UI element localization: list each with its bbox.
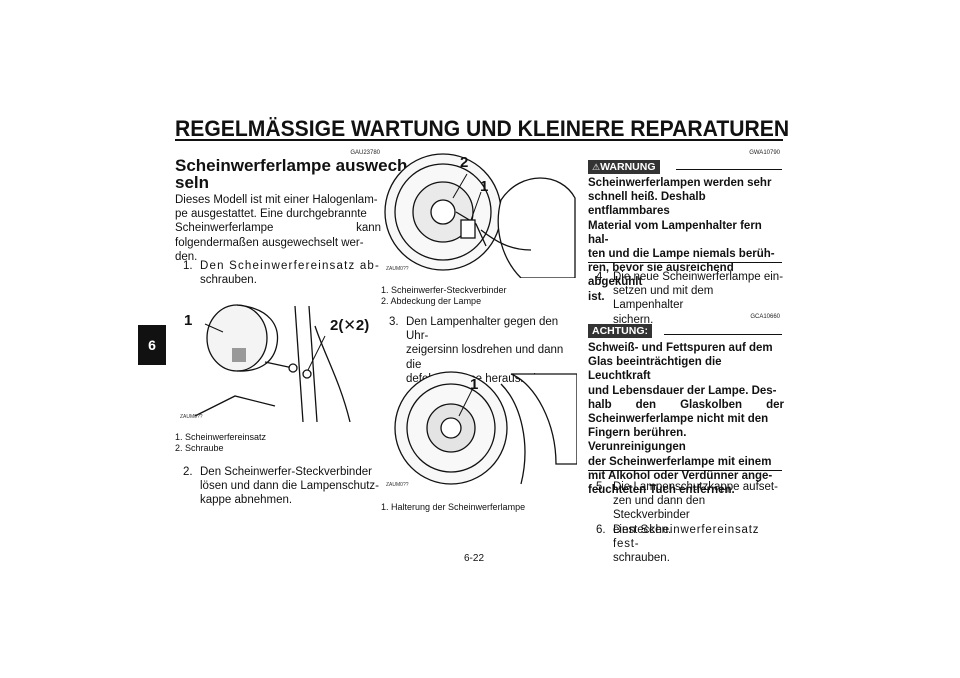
- text-line: Scheinwerferlampe kann: [175, 221, 381, 235]
- step-text-line: setzen und mit dem Lampenhalter: [613, 285, 714, 312]
- text-word: kann: [356, 222, 381, 235]
- step-1: 1. Den Scheinwerfereinsatz ab- schrauben…: [183, 259, 381, 287]
- step-text-line: schrauben.: [200, 274, 257, 287]
- text-line: den.: [175, 250, 198, 263]
- step-text-line: Die Lampenschutzkappe aufset-: [613, 481, 778, 493]
- illustration-callout-2: 2(✕2): [330, 317, 370, 334]
- text-line: folgendermaßen ausgewechselt wer-: [175, 236, 364, 249]
- text-word: Scheinwerferlampe: [175, 222, 274, 235]
- caption-line: 1. Scheinwerfereinsatz: [175, 432, 267, 442]
- step-6: 6. Den Scheinwerfereinsatz fest- schraub…: [596, 523, 784, 566]
- text-line: Dieses Modell ist mit einer Halogenlam-: [175, 194, 378, 206]
- warning-code: GWA10790: [749, 150, 780, 156]
- text-line: Fingern berühren. Verunreinigungen: [588, 427, 687, 454]
- section-code: GAU23780: [350, 150, 380, 156]
- text-line: ist.: [588, 290, 605, 303]
- caption-line: 2. Schraube: [175, 443, 224, 453]
- step-text-line: einstecken.: [613, 523, 672, 536]
- step-4: 4. Die neue Scheinwerferlampe ein- setze…: [596, 270, 784, 327]
- text-line: pe ausgestattet. Eine durchgebrannte: [175, 208, 367, 221]
- caption-line: 1. Scheinwerfer-Steckverbinder: [381, 285, 507, 295]
- text-line: der Scheinwerferlampe mit einem: [588, 455, 772, 468]
- warning-label: ⚠WARNUNG: [588, 160, 660, 174]
- warning-text: Scheinwerferlampen werden sehr schnell h…: [588, 176, 784, 304]
- chapter-number: 6: [148, 337, 156, 353]
- step-text-line: Den Scheinwerfer-Steckverbinder: [200, 466, 372, 478]
- text-line: ten und die Lampe niemals berüh-: [588, 248, 775, 261]
- step-text-line: Den Scheinwerfereinsatz fest-: [613, 524, 760, 551]
- step-number: 3.: [389, 316, 399, 328]
- text-word: der: [766, 398, 784, 411]
- text-line: Material vom Lampenhalter fern hal-: [588, 219, 762, 246]
- text-line: Glas beeinträchtigen die Leuchtkraft: [588, 356, 722, 383]
- illustration-code: ZAUM0??: [386, 482, 409, 488]
- step-number: 2.: [183, 466, 193, 478]
- caution-rule: [664, 334, 782, 335]
- warning-triangle-icon: ⚠: [592, 162, 601, 172]
- step-number: 4.: [596, 271, 606, 283]
- section-heading-line2: seln: [175, 173, 210, 192]
- headlight-connector-illustration: [384, 153, 576, 278]
- illustration-callout-2: 2: [460, 154, 469, 171]
- caution-end-rule: [588, 470, 782, 471]
- step-text-line: schrauben.: [613, 552, 670, 565]
- illustration-callout-1: 1: [470, 376, 479, 393]
- step-text-line: kappe abnehmen.: [200, 494, 293, 507]
- step-text-line: Den Lampenhalter gegen den Uhr-: [406, 316, 559, 343]
- text-line: ren, bevor sie ausreichend abgekühlt: [588, 262, 734, 289]
- text-word: Glaskolben: [680, 398, 743, 411]
- step-text-line: zeigersinn losdrehen und dann die: [406, 344, 564, 371]
- caution-label: ACHTUNG:: [588, 324, 652, 338]
- text-line: feuchteten Tuch entfernen.: [588, 484, 735, 497]
- section-heading-line1: Scheinwerferlampe auswech-: [175, 156, 414, 175]
- bulb-holder-illustration: [394, 371, 577, 485]
- step-text-line: zen und dann den Steckverbinder: [613, 495, 706, 522]
- figure-caption: 1. Halterung der Scheinwerferlampe: [381, 502, 526, 512]
- caution-code: GCA10660: [750, 314, 780, 320]
- caution-badge: ACHTUNG:: [588, 321, 652, 339]
- page-number: 6-22: [464, 553, 485, 564]
- illustration-code: ZAUM0??: [180, 414, 203, 420]
- caption-line: 2. Abdeckung der Lampe: [381, 296, 482, 306]
- step-number: 1.: [183, 260, 193, 272]
- figure-captions: 1. Scheinwerfer-Steckverbinder 2. Abdeck…: [381, 285, 507, 307]
- warning-rule: [676, 169, 782, 170]
- text-line: und Lebensdauer der Lampe. Des-: [588, 384, 777, 397]
- text-line: Scheinwerferlampen werden sehr: [588, 177, 772, 189]
- step-text-line: Die neue Scheinwerferlampe ein-: [613, 271, 784, 283]
- text-line: mit Alkohol oder Verdünner ange-: [588, 469, 773, 482]
- text-line: halb den Glaskolben der: [588, 398, 784, 412]
- warning-end-rule: [588, 262, 782, 263]
- step-number: 6.: [596, 524, 606, 536]
- text-line: Schweiß- und Fettspuren auf dem: [588, 342, 773, 354]
- step-text-line: lösen und dann die Lampenschutz-: [200, 480, 380, 493]
- page-header-title: REGELMÄSSIGE WARTUNG UND KLEINERE REPARA…: [175, 116, 790, 141]
- illustration-code: ZAUM0??: [386, 266, 409, 272]
- illustration-callout-1: 1: [480, 178, 489, 195]
- chapter-tab: 6: [138, 325, 166, 365]
- header-rule: [175, 139, 783, 141]
- warning-label-text: WARNUNG: [600, 161, 656, 173]
- headlight-unit-illustration: [175, 296, 383, 422]
- step-number: 5.: [596, 481, 606, 493]
- warning-badge: ⚠WARNUNG: [588, 157, 660, 175]
- step-text-line: sichern.: [613, 313, 654, 326]
- intro-paragraph: Dieses Modell ist mit einer Halogenlam- …: [175, 193, 381, 264]
- text-word: halb: [588, 398, 612, 411]
- step-text-line: Den Scheinwerfereinsatz ab-: [200, 260, 381, 272]
- text-line: schnell heiß. Deshalb entflammbares: [588, 191, 706, 218]
- step-5: 5. Die Lampenschutzkappe aufset- zen und…: [596, 480, 784, 537]
- illustration-callout-1: 1: [184, 312, 193, 329]
- text-word: den: [635, 398, 657, 411]
- text-line: Scheinwerferlampe nicht mit den: [588, 413, 769, 426]
- step-2: 2. Den Scheinwerfer-Steckverbinder lösen…: [183, 465, 381, 508]
- figure-captions: 1. Scheinwerfereinsatz 2. Schraube: [175, 432, 266, 454]
- caution-text: Schweiß- und Fettspuren auf dem Glas bee…: [588, 341, 784, 497]
